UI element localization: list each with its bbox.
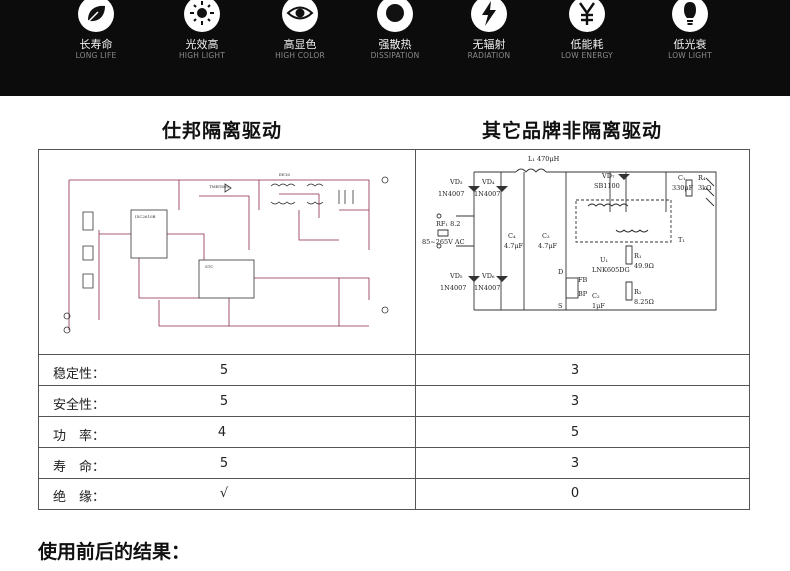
comparison-table: ISC2610B STC TMBT600 EE16 [38,149,750,510]
label-vd7-part: SB1100 [594,182,620,190]
sun-icon [184,0,220,32]
lifespan-ours: 5 [219,456,229,471]
feature-band: 长寿命 LONG LIFE 光效高 HIGH LIGHT 高显色 HIGH CO… [0,0,790,96]
row-label-lifespan: 寿 命： [53,460,106,475]
feature-high-light: 光效高 HIGH LIGHT [162,0,242,61]
label-fb: FB [578,276,588,284]
label-vd7: VD₇ [601,172,615,180]
feature-title: 低光衰 [673,38,707,51]
feature-radiation: 无辐射 RADIATION [449,0,529,61]
feature-title: 无辐射 [472,38,506,51]
feature-subtitle: RADIATION [467,51,511,60]
label-r1: R₁ [634,252,642,260]
feature-high-color: 高显色 HIGH COLOR [260,0,340,61]
column-divider [415,150,416,509]
feature-dissipation: 强散热 DISSIPATION [355,0,435,61]
label-c4: C₄ [508,232,516,240]
label-c4-value: 4.7μF [504,242,524,250]
row-label-power: 功 率： [53,429,106,444]
svg-text:STC: STC [205,264,213,269]
label-r4: R₄ [698,174,706,182]
feature-long-life: 长寿命 LONG LIFE [56,0,136,61]
bulb-icon [672,0,708,32]
label-c1-value: 330μF [672,184,694,192]
insulation-others: 0 [570,486,580,501]
row-label-safety: 安全性： [53,398,106,413]
feature-subtitle: LOW LIGHT [668,51,712,60]
row-divider [39,385,749,386]
stability-others: 3 [570,363,580,378]
label-bp: BP [578,290,588,298]
feature-title: 强散热 [378,38,412,51]
result-heading: 使用前后的结果： [38,541,191,563]
feature-title: 光效高 [185,38,219,51]
label-c3-value: 4.7μF [538,242,558,250]
label-vd6: VD₆ [481,272,495,280]
insulation-ours: √ [219,486,229,501]
feature-title: 高显色 [283,38,317,51]
leaf-icon [78,0,114,32]
row-divider [39,447,749,448]
lightning-icon [471,0,507,32]
lifespan-others: 3 [570,456,580,471]
label-l1: L₁ 470μH [528,155,560,163]
label-vd4-part: 1N4007 [474,190,500,198]
label-c2-value: 1μF [592,302,605,310]
schematic-non-isolated: L₁ 470μH VD₃ 1N4007 VD₄ 1N4007 RF₁ 8.2 8… [416,150,751,354]
label-vd3: VD₃ [449,178,463,186]
row-label-insulation: 绝 缘： [53,490,106,505]
yen-icon [569,0,605,32]
feature-title: 低能耗 [570,38,604,51]
label-s: S [558,302,562,310]
feature-subtitle: LOW ENERGY [561,51,613,60]
feature-subtitle: HIGH COLOR [275,51,325,60]
label-t1: T₁ [678,236,685,244]
row-divider [39,416,749,417]
label-d: D [558,268,563,276]
heading-isolated-driver: 仕邦隔离驱动 [162,120,283,142]
label-vd6-part: 1N4007 [474,284,500,292]
label-vd5: VD₅ [449,272,463,280]
label-r2-value: 8.25Ω [634,298,654,306]
row-label-stability: 稳定性： [53,367,106,382]
stability-ours: 5 [219,363,229,378]
label-rf1: RF₁ 8.2 [436,220,460,228]
feature-subtitle: HIGH LIGHT [178,51,226,60]
feature-low-energy: 低能耗 LOW ENERGY [547,0,627,61]
schematic-isolated: ISC2610B STC TMBT600 EE16 [39,150,415,354]
dot-icon [377,0,413,32]
label-vd5-part: 1N4007 [440,284,466,292]
svg-text:TMBT600: TMBT600 [209,184,229,189]
row-divider [39,478,749,479]
row-divider [39,354,749,355]
heading-non-isolated-driver: 其它品牌非隔离驱动 [482,120,663,142]
label-c2: C₂ [592,292,600,300]
label-vd4: VD₄ [481,178,495,186]
feature-subtitle: LONG LIFE [75,51,117,60]
label-c1: C₁ [678,174,686,182]
label-r2: R₂ [634,288,642,296]
label-r4-value: 3kΩ [698,184,711,192]
label-ac-input: 85~265V AC [422,238,465,246]
label-u1: U₁ [600,256,608,264]
svg-text:ISC2610B: ISC2610B [135,214,156,219]
safety-others: 3 [570,394,580,409]
feature-low-light-decay: 低光衰 LOW LIGHT [650,0,730,61]
feature-subtitle: DISSIPATION [370,51,420,60]
label-c3: C₃ [542,232,550,240]
eye-icon [282,0,318,32]
feature-title: 长寿命 [79,38,113,51]
power-ours: 4 [217,425,227,440]
label-u1-part: LNK605DG [592,266,630,274]
label-vd3-part: 1N4007 [438,190,464,198]
label-r1-value: 49.9Ω [634,262,654,270]
power-others: 5 [570,425,580,440]
svg-text:EE16: EE16 [279,172,290,177]
safety-ours: 5 [219,394,229,409]
